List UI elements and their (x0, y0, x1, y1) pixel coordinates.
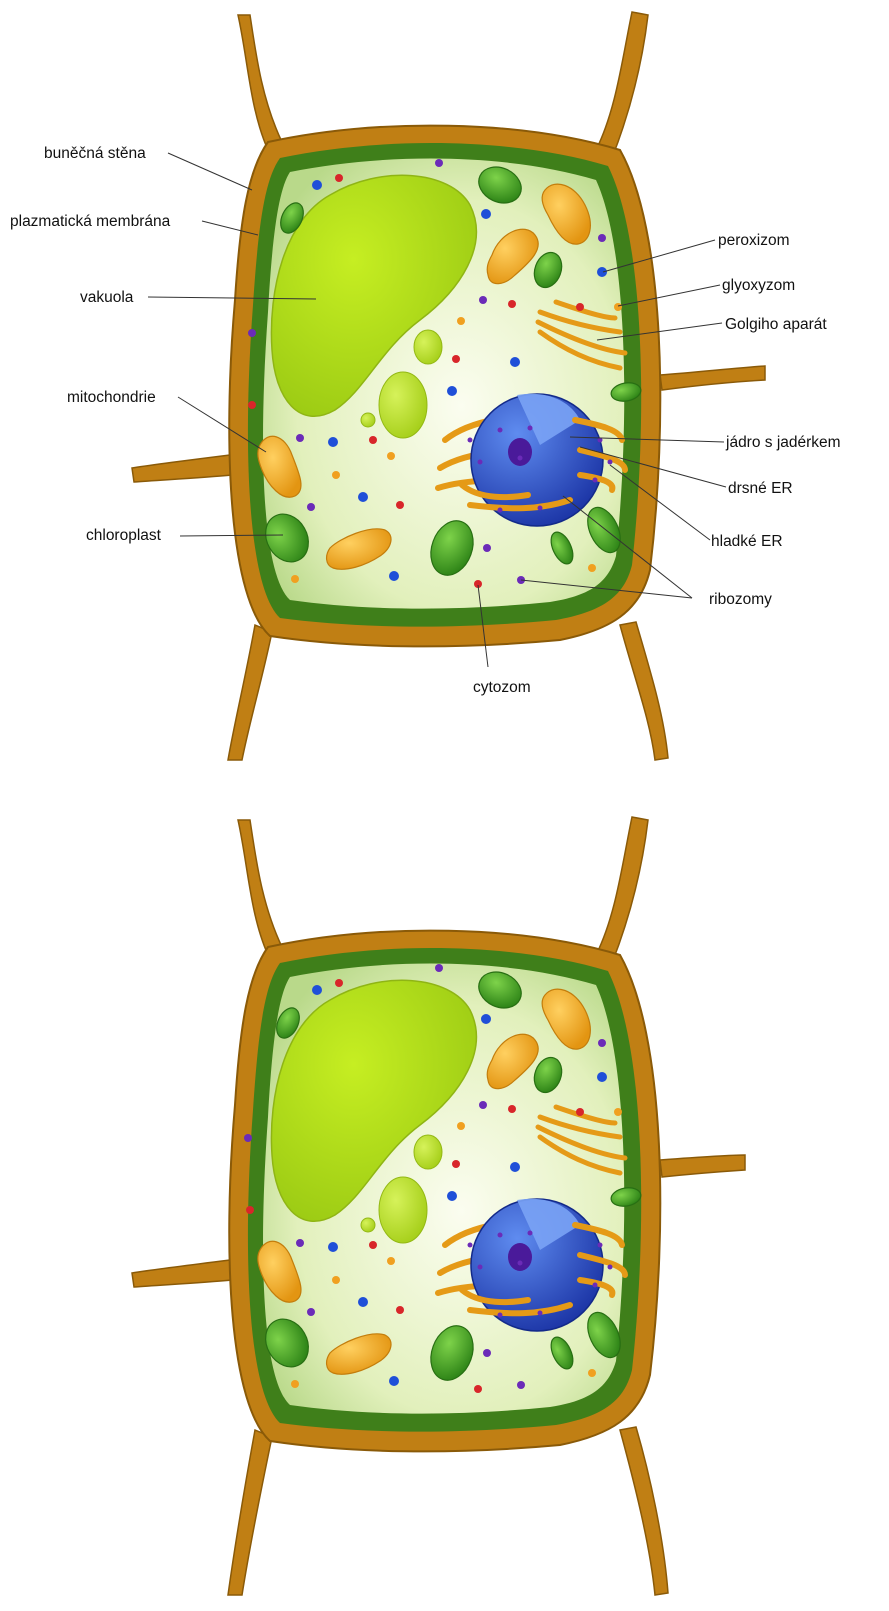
label-glyoxysome: glyoxyzom (722, 277, 795, 294)
label-plasma-membrane: plazmatická membrána (10, 213, 171, 230)
small-vacuole (379, 1177, 427, 1243)
small-vacuole (414, 330, 442, 364)
small-vacuole (361, 1218, 375, 1232)
label-cell-wall: buněčná stěna (44, 145, 146, 162)
label-mitochondrion: mitochondrie (67, 389, 156, 406)
label-ribosomes: ribozomy (709, 591, 772, 608)
label-vacuole: vakuola (80, 289, 134, 306)
label-chloroplast: chloroplast (86, 527, 162, 544)
label-nucleus: jádro s jadérkem (725, 434, 841, 451)
cell-panel-unlabeled (132, 817, 745, 1595)
label-peroxisome: peroxizom (718, 232, 790, 249)
small-vacuole (361, 413, 375, 427)
label-golgi: Golgiho aparát (725, 316, 827, 333)
small-vacuole (379, 372, 427, 438)
nucleolus (508, 438, 532, 466)
label-rough-er: drsné ER (728, 480, 793, 497)
peroxisome (597, 267, 607, 277)
nucleolus (508, 1243, 532, 1271)
label-cytosol: cytozom (473, 679, 531, 696)
glyoxysome (614, 303, 622, 311)
peroxisome (312, 180, 322, 190)
cell-panel-labeled: buněčná stěna plazmatická membrána vakuo… (10, 12, 841, 760)
label-smooth-er: hladké ER (711, 533, 783, 550)
small-vacuole (414, 1135, 442, 1169)
